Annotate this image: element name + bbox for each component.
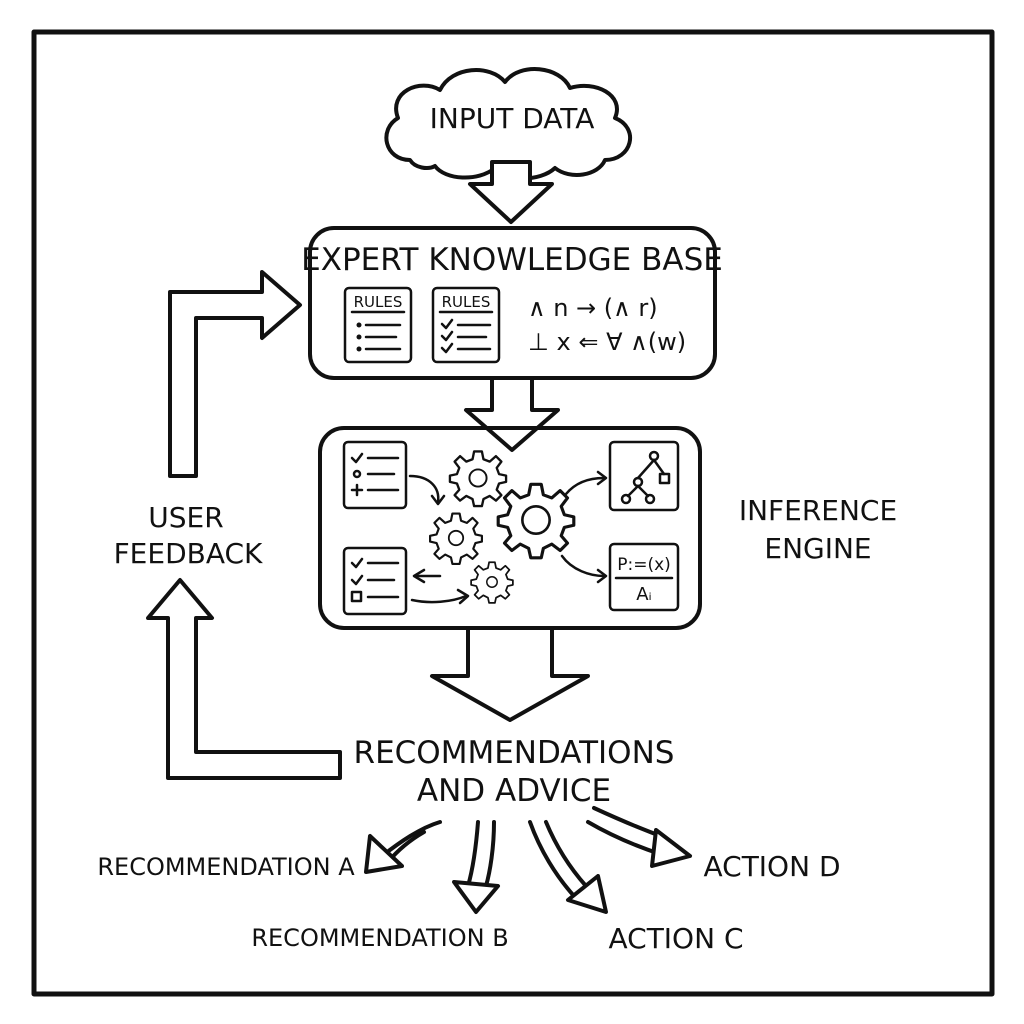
rules-checklist-icon: RULES [431, 286, 501, 364]
arrow-engine-to-output [430, 626, 590, 722]
gear-icon [448, 450, 508, 508]
tree-diagram-icon [608, 440, 680, 512]
inference-engine-box: P:=(x) Aᵢ [318, 426, 702, 630]
recommendation-a-label: RECOMMENDATION A [97, 853, 355, 881]
engine-flow-arrow [564, 476, 606, 496]
output-arrows [364, 806, 692, 914]
engine-formula-top: P:=(x) [617, 555, 671, 575]
action-c-label: ACTION C [608, 922, 743, 955]
engine-flow-arrow [408, 474, 440, 504]
action-d-label: ACTION D [703, 850, 840, 883]
checklist-icon [342, 546, 408, 616]
engine-formula-bottom: Aᵢ [636, 584, 652, 605]
formula-2: ⊥ x ⇐ ∀ ∧(w) [528, 328, 686, 356]
feedback-loop-arrow [146, 270, 342, 780]
output-label-line2: AND ADVICE [417, 773, 611, 809]
cloud-icon [384, 67, 633, 181]
formula-1: ∧ n → (∧ r) [528, 294, 658, 322]
inference-engine-label-line2: ENGINE [764, 532, 871, 565]
rules-document-icon: RULES [343, 286, 413, 364]
checklist-icon [342, 440, 408, 510]
knowledge-base-title: EXPERT KNOWLEDGE BASE [301, 242, 723, 278]
recommendation-b-label: RECOMMENDATION B [251, 924, 508, 952]
outer-frame [31, 29, 995, 997]
gear-icon [428, 512, 484, 565]
gear-icon [470, 561, 514, 604]
arrow-kb-to-engine [464, 376, 560, 452]
user-feedback-label-line2: FEEDBACK [114, 537, 263, 570]
arrow-input-to-kb [468, 160, 554, 224]
rules-label-1: RULES [354, 293, 403, 311]
gear-icon [496, 482, 576, 560]
inference-engine-label-line1: INFERENCE [739, 494, 897, 527]
input-data-label: INPUT DATA [430, 102, 595, 135]
input-data-node: INPUT DATA [384, 67, 633, 181]
rules-label-2: RULES [442, 293, 491, 311]
knowledge-base-box: EXPERT KNOWLEDGE BASE RULES RULES ∧ n → … [301, 226, 723, 380]
engine-flow-arrow [410, 594, 468, 604]
engine-flow-arrow [560, 554, 606, 578]
output-label-line1: RECOMMENDATIONS [354, 735, 675, 771]
user-feedback-label-line1: USER [148, 501, 223, 534]
formula-card-icon: P:=(x) Aᵢ [608, 542, 680, 612]
